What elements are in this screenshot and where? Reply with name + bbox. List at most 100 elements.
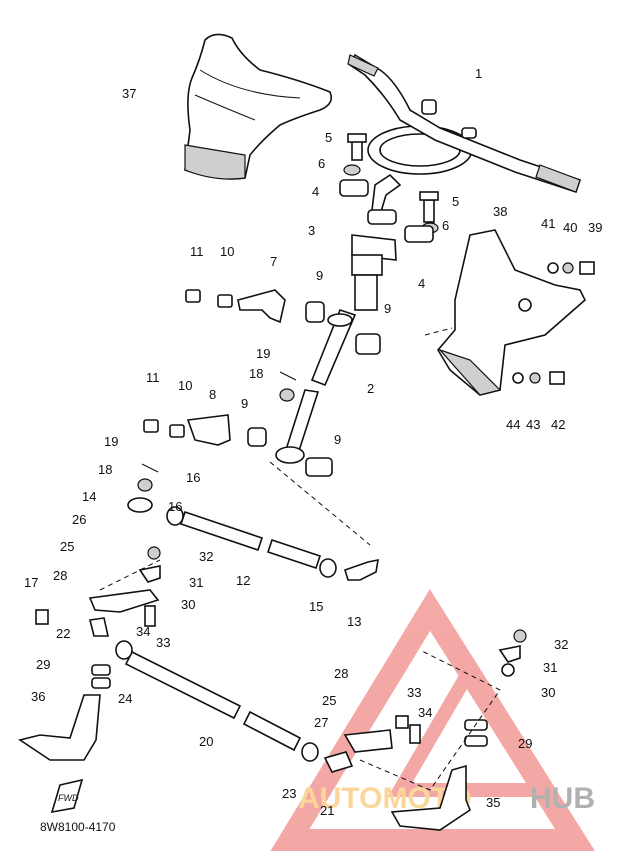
part-label-37: 37 [122, 86, 136, 101]
bolt-42 [549, 371, 565, 385]
part-label-30: 30 [181, 597, 195, 612]
part-label-13: 13 [347, 614, 361, 629]
spring-34a [144, 605, 156, 627]
part-label-10: 10 [220, 244, 234, 259]
bolt-29d [464, 735, 488, 747]
part-label-6: 6 [318, 156, 325, 171]
bolt-31b [498, 645, 521, 663]
nut-10b [169, 424, 185, 438]
pin-19a [279, 371, 297, 381]
clamp-4-upper [339, 179, 369, 197]
part-label-32: 32 [199, 549, 213, 564]
bolt-5-upper [343, 133, 367, 176]
bracket-8 [186, 414, 231, 446]
nut-10a [217, 294, 233, 308]
part-label-23: 23 [282, 786, 296, 801]
guide-line-b [424, 327, 453, 336]
bushing-9c [247, 427, 267, 447]
knuckle-arm-36 [18, 694, 101, 761]
part-label-30: 30 [541, 685, 555, 700]
part-label-31: 31 [543, 660, 557, 675]
column-shaft-upper [351, 234, 397, 311]
bolt-39 [579, 261, 595, 275]
washer-44 [512, 372, 524, 384]
pitman-arm-27 [343, 729, 393, 753]
part-label-6: 6 [442, 218, 449, 233]
clamp-4-lower [404, 225, 434, 243]
part-label-39: 39 [588, 220, 602, 235]
part-label-34: 34 [418, 705, 432, 720]
part-label-19: 19 [256, 346, 270, 361]
part-label-25: 25 [60, 539, 74, 554]
nut-32a [147, 546, 161, 560]
part-label-26: 26 [72, 512, 86, 527]
nut-33b [395, 715, 409, 729]
washer-41 [547, 262, 559, 274]
part-label-11: 11 [190, 244, 204, 259]
part-label-28: 28 [334, 666, 348, 681]
part-label-28: 28 [53, 568, 67, 583]
guide-line-d [99, 559, 161, 591]
pin-19b [141, 463, 159, 473]
tie-rod-end-21 [323, 751, 354, 773]
part-label-33: 33 [156, 635, 170, 650]
guide-line-a [269, 461, 371, 546]
clamp-a [367, 209, 397, 225]
fwd-tag: FWD [50, 778, 84, 814]
knuckle-arm-35 [390, 764, 471, 831]
nut-32b [513, 629, 527, 643]
part-label-9: 9 [334, 432, 341, 447]
bushing-9d [305, 457, 333, 477]
part-label-29: 29 [518, 736, 532, 751]
part-label-34: 34 [136, 624, 150, 639]
part-label-38: 38 [493, 204, 507, 219]
part-label-4: 4 [418, 276, 425, 291]
washer-30b [501, 663, 515, 677]
part-label-10: 10 [178, 378, 192, 393]
part-label-9: 9 [241, 396, 248, 411]
part-label-31: 31 [189, 575, 203, 590]
part-label-44: 44 [506, 417, 520, 432]
part-label-3: 3 [308, 223, 315, 238]
tie-rod-lower [115, 640, 302, 752]
part-label-19: 19 [104, 434, 118, 449]
bushing-9b [355, 333, 381, 355]
part-label-11: 11 [146, 370, 160, 385]
bolt-11b [143, 419, 159, 433]
part-label-9: 9 [316, 268, 323, 283]
part-label-40: 40 [563, 220, 577, 235]
part-label-5: 5 [325, 130, 332, 145]
part-label-35: 35 [486, 795, 500, 810]
steering-wheel [347, 53, 582, 217]
tie-rod-end-13 [344, 558, 379, 581]
part-label-12: 12 [236, 573, 250, 588]
part-label-42: 42 [551, 417, 565, 432]
column-shaft [275, 309, 357, 464]
pitman-arm-28 [88, 589, 160, 613]
part-label-27: 27 [314, 715, 328, 730]
part-label-20: 20 [199, 734, 213, 749]
bushing-9a [305, 301, 325, 323]
diagram-code: 8W8100-4170 [40, 820, 116, 834]
bolt-29b [91, 677, 111, 689]
part-label-36: 36 [31, 689, 45, 704]
nut-43 [529, 372, 541, 384]
nut-23 [301, 742, 319, 762]
bolt-29a [91, 664, 111, 676]
part-label-18: 18 [98, 462, 112, 477]
bracket-38 [437, 229, 586, 396]
part-label-18: 18 [249, 366, 263, 381]
guide-line-c [359, 649, 501, 791]
part-label-15: 15 [309, 599, 323, 614]
part-label-21: 21 [320, 803, 334, 818]
nut-40 [562, 262, 574, 274]
bolt-31a [138, 565, 161, 583]
part-label-16: 16 [168, 499, 182, 514]
part-label-29: 29 [36, 657, 50, 672]
part-label-22: 22 [56, 626, 70, 641]
nut-18b [137, 478, 153, 492]
steering-column-cover [184, 33, 333, 180]
part-label-43: 43 [526, 417, 540, 432]
